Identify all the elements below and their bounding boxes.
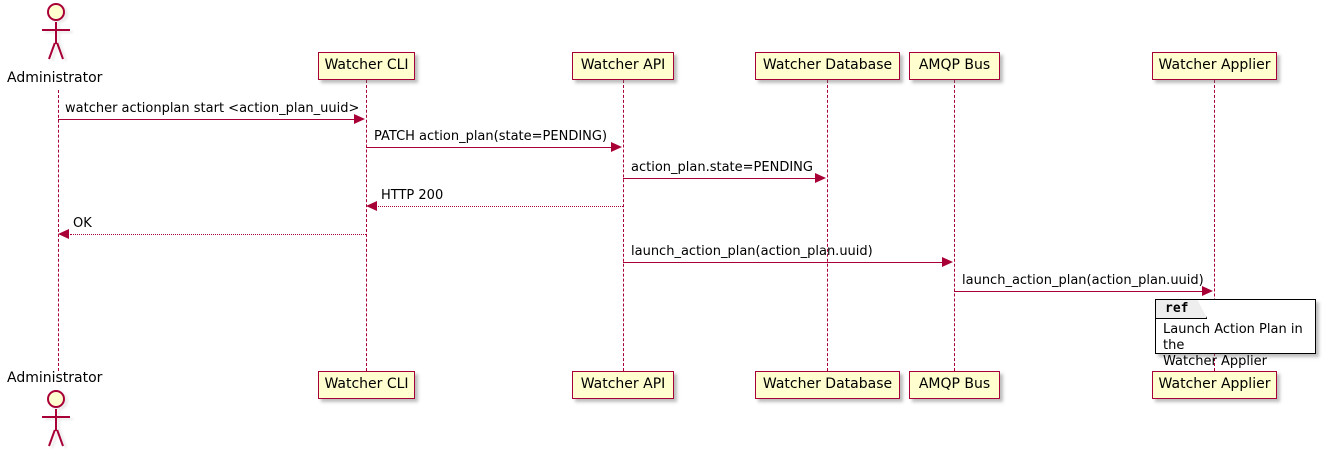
participant-box-watcher-applier-top[interactable]: Watcher Applier (1152, 52, 1277, 80)
message-label-3: action_plan.state=PENDING (631, 160, 813, 175)
participant-box-watcher-database-bottom[interactable]: Watcher Database (755, 371, 900, 399)
participant-box-watcher-cli-bottom[interactable]: Watcher CLI (318, 371, 415, 399)
message-line-2 (366, 147, 612, 148)
actor-leg-right-icon (56, 429, 64, 447)
participant-box-watcher-applier-bottom[interactable]: Watcher Applier (1152, 371, 1277, 399)
participant-box-watcher-api-top[interactable]: Watcher API (572, 52, 674, 80)
participant-box-amqp-bus-bottom[interactable]: AMQP Bus (909, 371, 1000, 399)
message-arrowhead-1 (354, 114, 365, 124)
message-line-6 (623, 262, 943, 263)
actor-label-administrator-top: Administrator (7, 70, 103, 86)
actor-head-icon (47, 390, 65, 408)
participant-box-watcher-database-top[interactable]: Watcher Database (755, 52, 900, 80)
message-arrowhead-7 (1202, 286, 1213, 296)
participant-box-watcher-cli-top[interactable]: Watcher CLI (318, 52, 415, 80)
actor-arms-icon (42, 416, 70, 418)
actor-administrator-top[interactable] (36, 3, 80, 60)
ref-fragment[interactable]: ref Launch Action Plan in the Watcher Ap… (1155, 299, 1316, 369)
actor-leg-right-icon (56, 42, 64, 60)
actor-body-icon (55, 22, 57, 44)
message-line-3 (623, 178, 815, 179)
lifeline-watcher-applier (1214, 80, 1215, 371)
message-line-1 (58, 119, 354, 120)
message-arrowhead-4 (366, 201, 377, 211)
actor-head-icon (47, 3, 65, 21)
message-label-6: launch_action_plan(action_plan.uuid) (631, 244, 873, 259)
message-label-5: OK (73, 216, 92, 231)
ref-fragment-body-text: Launch Action Plan in the Watcher Applie… (1163, 322, 1303, 369)
lifeline-watcher-cli (366, 80, 367, 371)
actor-arms-shadow (45, 418, 73, 420)
participant-box-amqp-bus-top[interactable]: AMQP Bus (909, 52, 1000, 80)
message-line-4 (378, 206, 623, 207)
actor-body-icon (55, 409, 57, 431)
message-arrowhead-3 (815, 173, 826, 183)
lifeline-watcher-database (827, 80, 828, 371)
message-arrowhead-5 (58, 229, 69, 239)
lifeline-watcher-api (623, 80, 624, 371)
lifeline-amqp-bus (954, 80, 955, 371)
message-line-5 (70, 234, 366, 235)
message-label-4: HTTP 200 (381, 188, 444, 203)
message-arrowhead-6 (942, 257, 953, 267)
message-label-7: launch_action_plan(action_plan.uuid) (962, 273, 1204, 288)
actor-leg-left-icon (48, 429, 56, 447)
message-arrowhead-2 (611, 142, 622, 152)
actor-body-shadow (58, 411, 60, 433)
actor-arms-shadow (45, 31, 73, 33)
message-label-1: watcher actionplan start <action_plan_uu… (65, 101, 360, 116)
ref-fragment-tab-label: ref (1156, 300, 1207, 319)
message-line-7 (954, 291, 1202, 292)
actor-leg-left-icon (48, 42, 56, 60)
participant-box-watcher-api-bottom[interactable]: Watcher API (572, 371, 674, 399)
actor-administrator-bottom[interactable] (36, 390, 80, 447)
message-label-2: PATCH action_plan(state=PENDING) (374, 129, 608, 144)
actor-body-shadow (58, 24, 60, 46)
actor-label-administrator-bottom: Administrator (7, 370, 103, 386)
actor-arms-icon (42, 29, 70, 31)
